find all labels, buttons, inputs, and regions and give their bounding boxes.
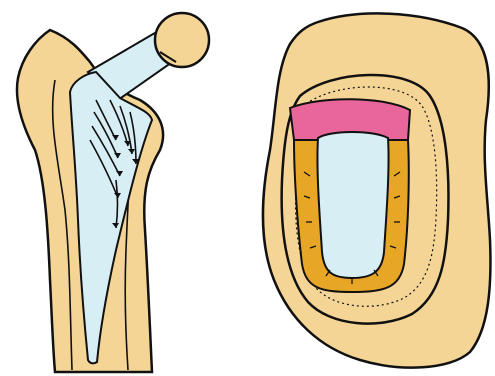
femoral-head-ball <box>155 13 209 67</box>
femur-cross-section <box>263 13 490 367</box>
implant-cross-section <box>317 132 388 278</box>
